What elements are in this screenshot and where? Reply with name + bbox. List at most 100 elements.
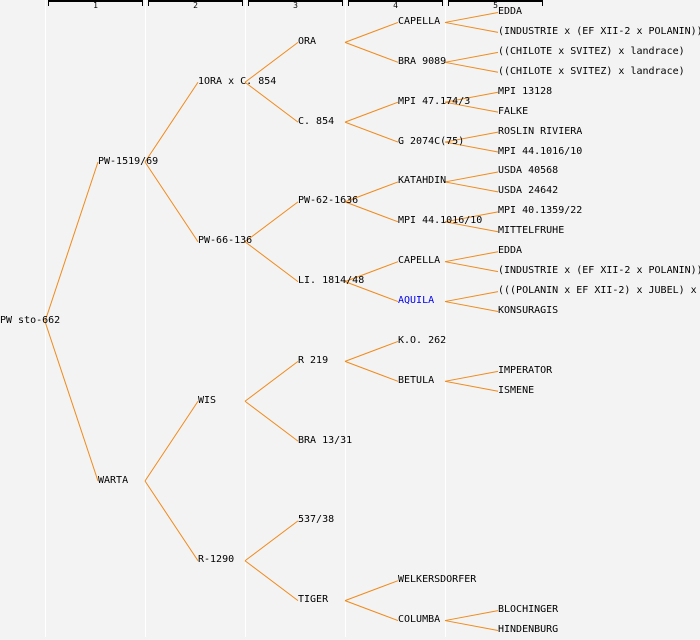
pedigree-edge (344, 580, 399, 602)
pedigree-node: LI. 1814/48 (298, 275, 365, 287)
pedigree-edge (344, 201, 399, 223)
pedigree-node: WIS (198, 394, 217, 406)
pedigree-edge (244, 360, 299, 402)
pedigree-node: CAPELLA (398, 15, 441, 27)
generation-header-bracket (148, 0, 243, 6)
pedigree-node: PW-66-136 (198, 235, 253, 247)
generation-header-1: 1 (93, 1, 98, 10)
pedigree-edge (444, 251, 499, 263)
pedigree-node: BRA 9089 (398, 55, 447, 67)
pedigree-node: USDA 24642 (498, 185, 559, 197)
generation-header-bracket (48, 0, 143, 6)
pedigree-edge (444, 620, 499, 632)
generation-header-2: 2 (193, 1, 198, 10)
pedigree-node: PW sto-662 (0, 315, 61, 326)
pedigree-node: CAPELLA (398, 255, 441, 267)
pedigree-edge (444, 211, 499, 223)
pedigree-edge (444, 141, 499, 153)
pedigree-node: BETULA (398, 374, 435, 386)
pedigree-node: KONSURAGIS (498, 305, 559, 317)
pedigree-node: EDDA (498, 5, 523, 17)
pedigree-edge (344, 41, 399, 63)
pedigree-node: WELKERSDORFER (398, 574, 477, 586)
pedigree-node: IMPERATOR (498, 364, 553, 376)
pedigree-edge (444, 380, 499, 392)
pedigree-edge (444, 291, 499, 303)
pedigree-node: (((POLANIN x EF XII-2) x JUBEL) x (498, 285, 697, 297)
column-separator (145, 0, 146, 637)
pedigree-node: KATAHDIN (398, 175, 447, 187)
pedigree-edge (444, 610, 499, 622)
pedigree-node: WARTA (98, 474, 129, 486)
pedigree-edge (444, 131, 499, 143)
pedigree-edge (344, 181, 399, 203)
pedigree-edge (244, 560, 299, 602)
pedigree-edge (244, 241, 299, 283)
generation-header-bracket (348, 0, 443, 6)
pedigree-edge (144, 161, 199, 243)
pedigree-node: MITTELFRUHE (498, 225, 565, 237)
pedigree-node: FALKE (498, 105, 529, 117)
pedigree-edge (444, 11, 499, 23)
pedigree-node: PW-62-1636 (298, 195, 359, 207)
pedigree-edge (444, 61, 499, 73)
pedigree-edge (144, 400, 199, 482)
generation-header-4: 4 (393, 1, 398, 10)
pedigree-edge (244, 41, 299, 83)
pedigree-node-link[interactable]: AQUILA (398, 295, 435, 307)
pedigree-node: MPI 44.1016/10 (498, 145, 583, 157)
pedigree-node: MPI 40.1359/22 (498, 205, 583, 217)
pedigree-edge (44, 161, 99, 322)
pedigree-edge (344, 360, 399, 382)
pedigree-edge (444, 101, 499, 113)
pedigree-edge (344, 101, 399, 123)
pedigree-edge (144, 81, 199, 163)
generation-header-bracket (448, 0, 543, 6)
pedigree-node: K.O. 262 (398, 334, 447, 346)
pedigree-edge (344, 261, 399, 283)
pedigree-node: EDDA (498, 245, 523, 257)
pedigree-node: COLUMBA (398, 614, 441, 626)
pedigree-node: USDA 40568 (498, 165, 559, 177)
pedigree-node: MPI 47.174/3 (398, 95, 471, 107)
pedigree-edge (444, 181, 499, 193)
pedigree-edge (444, 370, 499, 382)
pedigree-edge (344, 340, 399, 362)
pedigree-node: C. 854 (298, 115, 335, 127)
pedigree-edge (244, 520, 299, 562)
pedigree-edge (244, 81, 299, 123)
pedigree-edge (444, 221, 499, 233)
pedigree-node: ISMENE (498, 384, 535, 396)
pedigree-node: ROSLIN RIVIERA (498, 125, 583, 137)
pedigree-edge (344, 21, 399, 43)
generation-header-5: 5 (493, 1, 498, 10)
pedigree-edge (444, 21, 499, 33)
pedigree-node: R-1290 (198, 554, 235, 566)
pedigree-node: ORA (298, 35, 317, 47)
pedigree-node: 537/38 (298, 514, 335, 526)
column-separator (445, 0, 446, 637)
pedigree-node: G 2074C(75) (398, 135, 465, 147)
pedigree-node: PW-1519/69 (98, 155, 159, 167)
pedigree-edge (444, 171, 499, 183)
pedigree-node: (INDUSTRIE x (EF XII-2 x POLANIN)) (498, 25, 700, 37)
pedigree-edge (344, 121, 399, 143)
column-separator (245, 0, 246, 637)
pedigree-edge (444, 51, 499, 63)
pedigree-edge (444, 301, 499, 313)
pedigree-node: (INDUSTRIE x (EF XII-2 x POLANIN)) (498, 265, 700, 277)
pedigree-node: ((CHILOTE x SVITEZ) x landrace) (498, 45, 685, 57)
pedigree-node: TIGER (298, 594, 329, 606)
pedigree-edge (444, 261, 499, 273)
pedigree-node: ((CHILOTE x SVITEZ) x landrace) (498, 65, 685, 77)
pedigree-node: BLOCHINGER (498, 604, 559, 616)
pedigree-edge (344, 281, 399, 303)
pedigree-edge (144, 480, 199, 562)
pedigree-edge (44, 321, 99, 482)
pedigree-edge (244, 201, 299, 243)
column-separator (345, 0, 346, 637)
pedigree-edge (244, 400, 299, 442)
pedigree-node: R 219 (298, 354, 329, 366)
generation-header-bracket (248, 0, 343, 6)
